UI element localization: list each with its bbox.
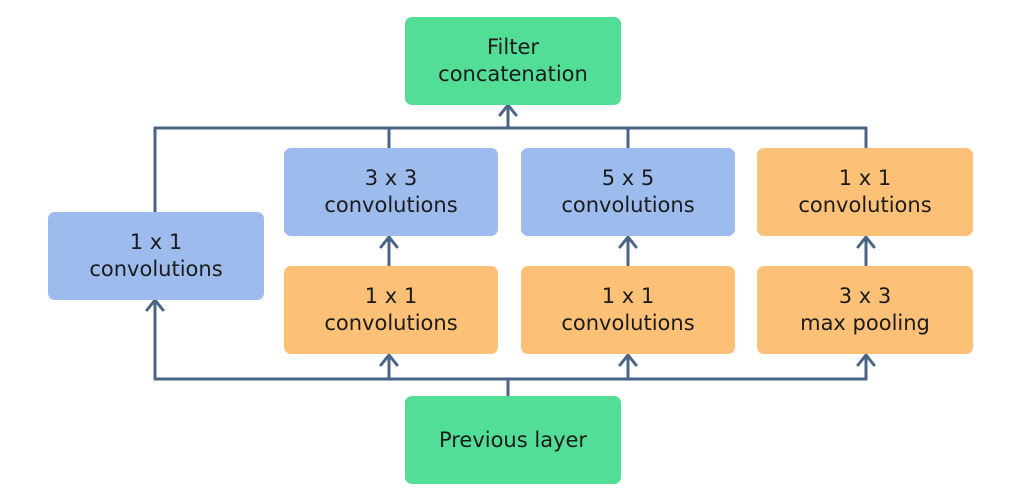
node-label: convolutions xyxy=(89,257,223,281)
middle-arrow-3 xyxy=(618,235,638,268)
node-label: 3 x 3 xyxy=(838,284,892,308)
arrowhead-icon xyxy=(856,353,876,367)
node-label: 1 x 1 xyxy=(129,230,183,254)
node-label: convolutions xyxy=(798,193,932,217)
conv-1x1-reduce-box: 1 x 1 convolutions xyxy=(521,266,735,354)
output-bus xyxy=(153,103,868,130)
conv-5x5-box: 5 x 5 convolutions xyxy=(521,148,735,236)
node-label: convolutions xyxy=(324,311,458,335)
arrowhead-icon xyxy=(618,353,638,367)
max-pooling-box: 3 x 3 max pooling xyxy=(757,266,973,354)
conv-1x1-projection-box: 1 x 1 convolutions xyxy=(757,148,973,236)
node-label: 1 x 1 xyxy=(838,166,892,190)
node-label: Previous layer xyxy=(438,427,588,452)
middle-arrow-2 xyxy=(379,235,399,268)
node-label: concatenation xyxy=(438,62,588,86)
arrowhead-icon xyxy=(498,103,518,117)
node-label: 3 x 3 xyxy=(364,166,418,190)
node-label: 1 x 1 xyxy=(601,284,655,308)
middle-arrow-4 xyxy=(856,235,876,268)
node-label: convolutions xyxy=(561,311,695,335)
filter-concatenation-box: Filter concatenation xyxy=(405,17,621,105)
conv-3x3-box: 3 x 3 convolutions xyxy=(284,148,498,236)
arrowhead-icon xyxy=(379,353,399,367)
node-label: 1 x 1 xyxy=(364,284,418,308)
node-label: convolutions xyxy=(324,193,458,217)
previous-layer-box: Previous layer xyxy=(405,396,621,484)
node-label: max pooling xyxy=(800,311,930,335)
node-label: convolutions xyxy=(561,193,695,217)
conv-1x1-reduce-box: 1 x 1 convolutions xyxy=(284,266,498,354)
arrowhead-icon xyxy=(145,298,165,312)
conv-1x1-box: 1 x 1 convolutions xyxy=(48,212,264,300)
node-label: 5 x 5 xyxy=(601,166,655,190)
input-bus xyxy=(153,377,868,398)
node-label: Filter xyxy=(486,35,539,59)
